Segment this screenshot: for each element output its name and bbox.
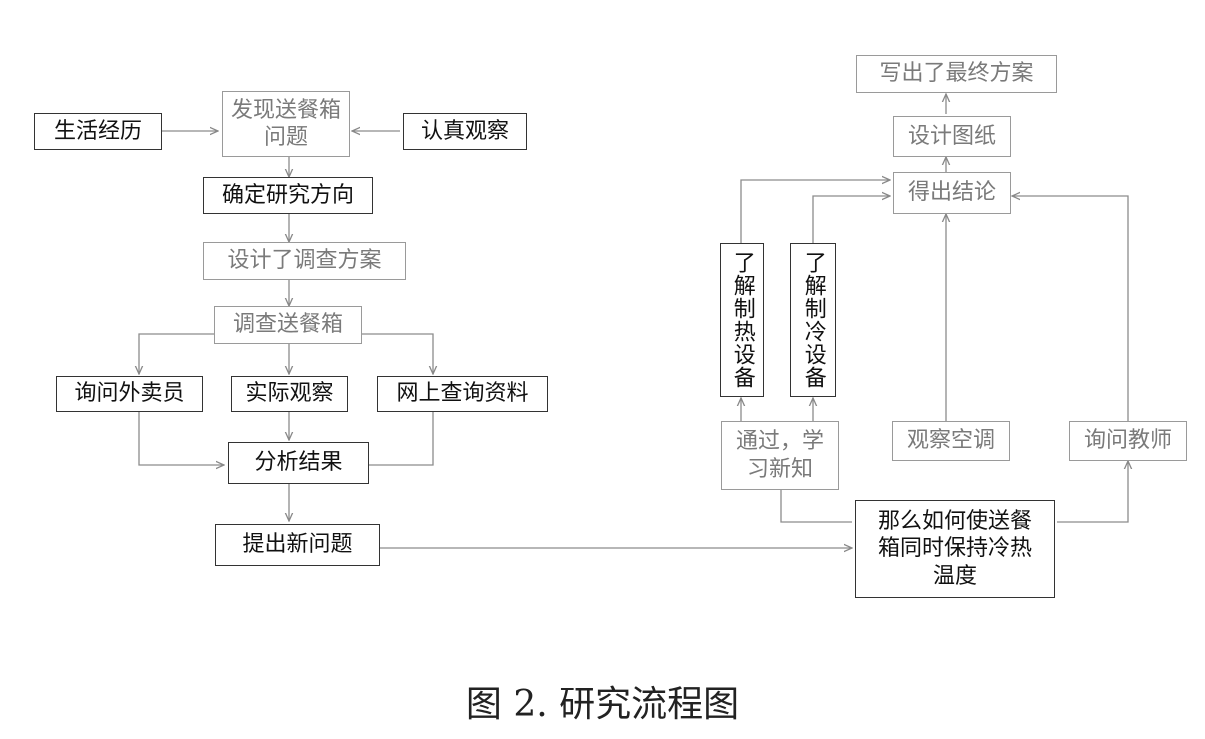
- arrow-survey-to-ask: [139, 333, 214, 374]
- node-actual-observe: 实际观察: [231, 376, 348, 412]
- node-new-question: 提出新问题: [215, 524, 380, 566]
- arrow-ask-to-analyze: [138, 412, 224, 465]
- figure-caption: 图 2. 研究流程图: [465, 684, 740, 725]
- node-learn-cooling: 了解制冷设备: [790, 243, 836, 397]
- node-conclusion: 得出结论: [893, 172, 1011, 214]
- node-design-drawing: 设计图纸: [893, 116, 1011, 157]
- node-observe-ac: 观察空调: [892, 421, 1010, 461]
- arrow-cooling-to-conclusion: [812, 196, 890, 243]
- arrow-online-to-analyze: [357, 412, 434, 465]
- node-online-search: 网上查询资料: [377, 376, 548, 412]
- arrow-teacher-to-conclusion: [1012, 196, 1129, 421]
- node-determine-direction: 确定研究方向: [203, 177, 373, 214]
- node-design-survey: 设计了调查方案: [203, 242, 406, 280]
- node-ask-teacher: 询问教师: [1069, 421, 1187, 461]
- arrow-question-to-teacher: [1057, 461, 1128, 523]
- node-learn-new: 通过，学习新知: [721, 421, 839, 490]
- arrow-survey-to-online: [362, 333, 433, 374]
- node-learn-heating: 了解制热设备: [720, 243, 764, 397]
- node-find-problem: 发现送餐箱问题: [222, 91, 350, 157]
- node-survey-box: 调查送餐箱: [214, 306, 362, 344]
- node-life-experience: 生活经历: [34, 113, 162, 150]
- node-observe-carefully: 认真观察: [403, 113, 527, 150]
- node-ask-courier: 询问外卖员: [56, 376, 203, 412]
- node-question: 那么如何使送餐箱同时保持冷热温度: [855, 500, 1055, 598]
- arrow-heating-to-conclusion: [740, 180, 890, 243]
- connector-question-to-learn: [780, 490, 852, 523]
- node-analyze-results: 分析结果: [228, 442, 369, 484]
- node-final-plan: 写出了最终方案: [856, 55, 1057, 93]
